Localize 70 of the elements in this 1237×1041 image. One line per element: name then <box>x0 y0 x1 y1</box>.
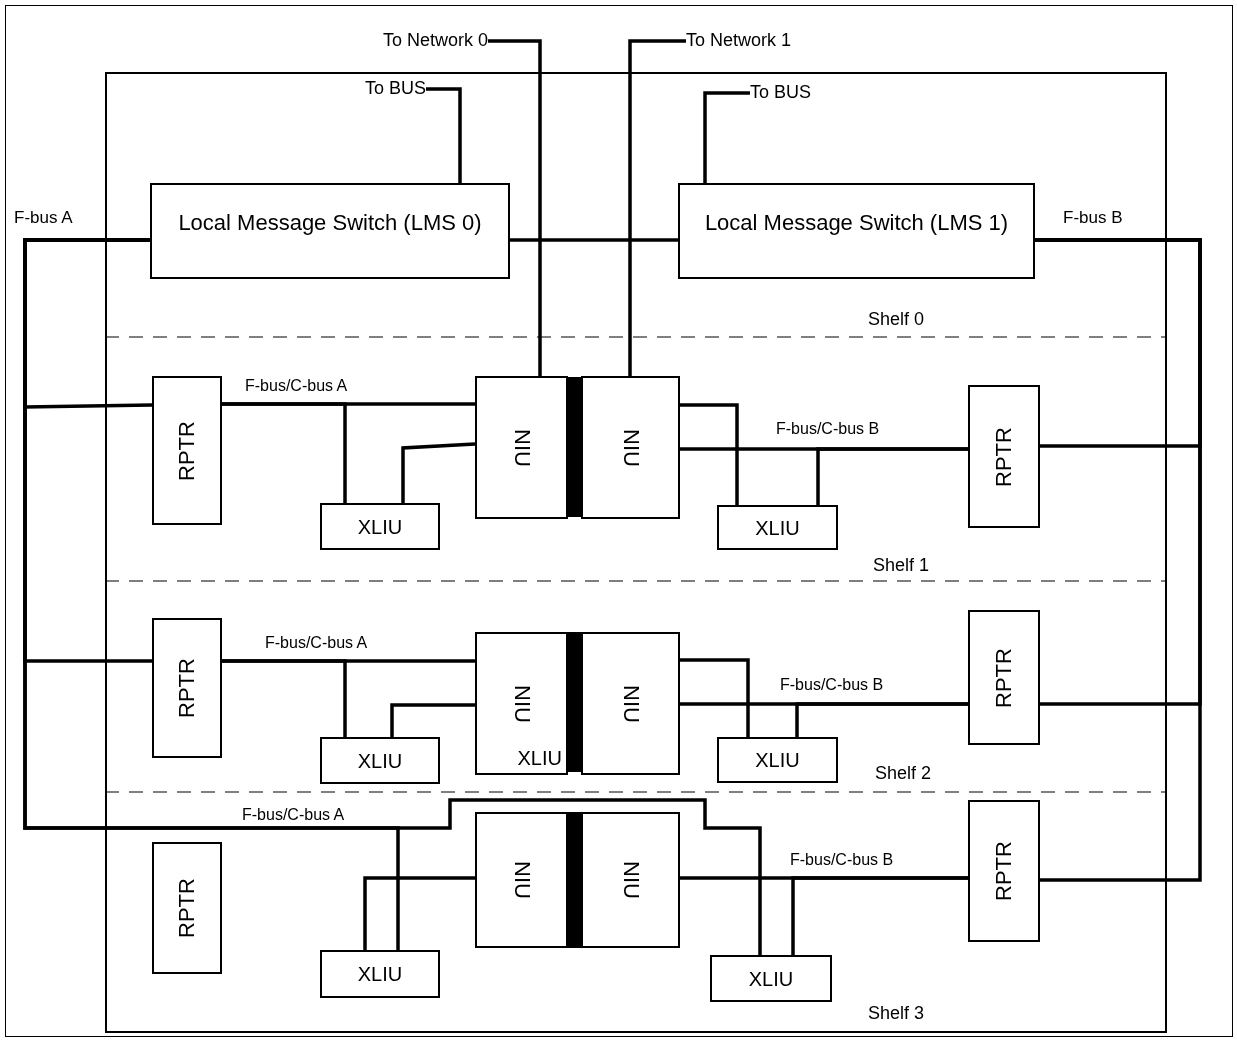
unit-label: XLIU <box>755 749 800 771</box>
bus-line <box>680 403 739 505</box>
connector-bar <box>568 377 581 517</box>
bus-line <box>23 238 762 955</box>
unit-label: RPTR <box>174 878 200 938</box>
bus-name: F-bus B <box>1063 209 1123 228</box>
unit-box <box>581 632 680 775</box>
unit-box <box>475 812 568 948</box>
unit-label: RPTR <box>991 647 1017 708</box>
unit-label: Local Message Switch (LMS 0) <box>177 209 483 237</box>
unit-box <box>581 376 680 519</box>
unit-label: RPTR <box>991 841 1017 901</box>
unit-box <box>320 950 440 998</box>
unit-box <box>968 610 1040 745</box>
shelf-label: Shelf 0 <box>868 310 925 330</box>
bus-line <box>703 91 750 183</box>
connector-bar <box>568 812 581 948</box>
terminal-label: To BUS <box>365 79 427 99</box>
bus-line <box>401 442 476 503</box>
terminal-label: To Network 0 <box>383 31 489 51</box>
unit-label: NIU <box>509 428 534 467</box>
unit-label: NIU <box>618 428 643 467</box>
unit-box <box>968 385 1040 528</box>
shelf-label: Shelf 3 <box>868 1004 925 1024</box>
unit-box <box>152 842 222 974</box>
bus-line <box>363 876 475 950</box>
unit-label: XLIU <box>755 516 800 539</box>
bus-line <box>488 39 542 376</box>
unit-box <box>320 737 440 784</box>
unit-label: RPTR <box>991 426 1017 487</box>
unit-label: NIU <box>618 684 643 723</box>
unit-label: NIU <box>509 684 534 723</box>
unit-label: RPTR <box>174 420 200 481</box>
bus-line <box>628 39 686 376</box>
terminal-label: To BUS <box>750 83 812 103</box>
bus-line <box>222 659 347 737</box>
unit-label: XLIU <box>357 749 403 772</box>
switch-box <box>150 183 510 279</box>
unit-label: NIU <box>509 861 534 899</box>
bus-line <box>795 702 968 737</box>
bus-name: F-bus A <box>14 209 73 228</box>
unit-label: Local Message Switch (LMS 1) <box>703 209 1010 237</box>
unit-label: XLIU <box>357 963 403 985</box>
unit-box <box>968 800 1040 942</box>
bus-line <box>426 87 462 183</box>
unit-box <box>152 376 222 525</box>
bus-line <box>510 238 678 242</box>
unit-label: XLIU <box>748 967 794 990</box>
unit-box <box>710 955 832 1002</box>
unit-label: RPTR <box>174 658 200 718</box>
unit-box <box>475 632 568 775</box>
bus-line <box>222 402 347 503</box>
bus-line <box>1035 238 1202 882</box>
unit-box <box>717 505 838 550</box>
switch-box <box>678 183 1035 279</box>
unit-box <box>152 618 222 758</box>
unit-label: XLIU <box>517 747 562 769</box>
shelf-label: Shelf 1 <box>873 556 930 576</box>
unit-box <box>475 376 568 519</box>
terminal-label: To Network 1 <box>686 31 792 51</box>
unit-box <box>581 812 680 948</box>
bus-line <box>680 658 750 737</box>
shelf-label: Shelf 2 <box>875 764 932 784</box>
unit-label: XLIU <box>357 515 403 538</box>
bus-line <box>816 447 968 505</box>
unit-box <box>717 737 838 783</box>
unit-box <box>320 503 440 550</box>
bus-line <box>390 703 475 737</box>
bus-line <box>791 876 968 955</box>
unit-label: NIU <box>618 861 643 899</box>
